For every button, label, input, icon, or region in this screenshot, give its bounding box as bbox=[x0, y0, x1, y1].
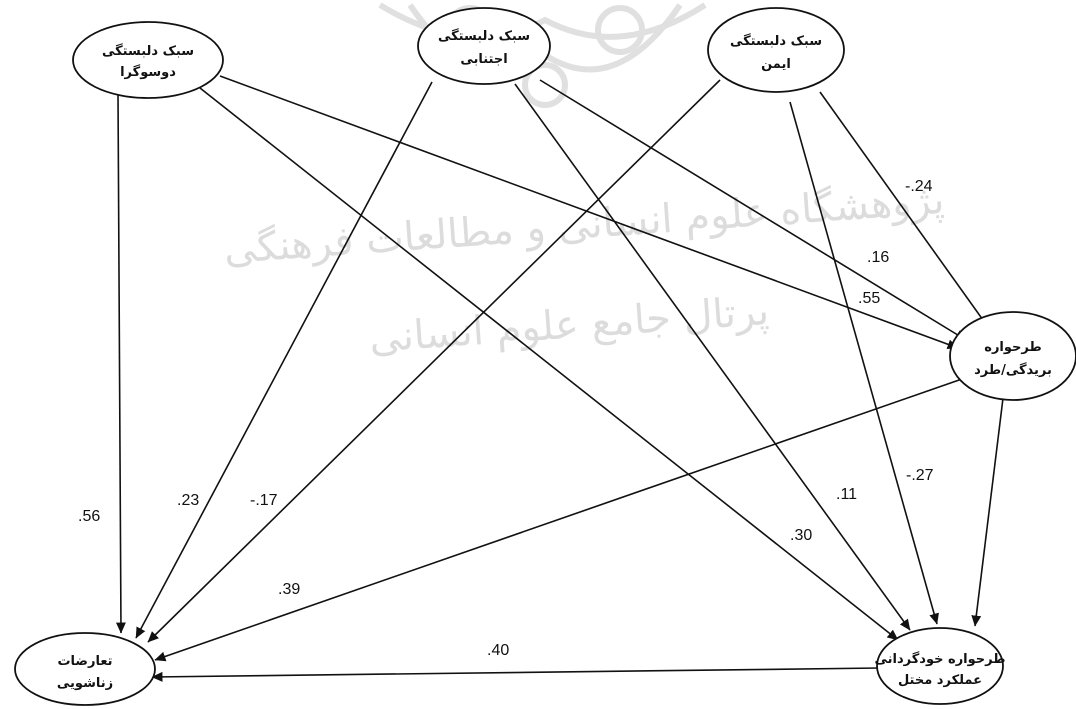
node-avoidant-line-1: سبک دلبستگی bbox=[438, 28, 530, 44]
node-disconnection-line-2: بریدگی/طرد bbox=[974, 362, 1052, 378]
paths bbox=[115, 75, 1006, 682]
node-conflicts-shape bbox=[14, 632, 156, 706]
path-autonomy-to-conflicts bbox=[151, 667, 881, 682]
node-disconnection: طرحواره بریدگی/طرد bbox=[949, 311, 1076, 401]
coef-secure-autonomy: -.27 bbox=[906, 467, 934, 484]
coef-secure-conflicts: -.17 bbox=[250, 492, 278, 509]
node-secure-line-1: سبک دلبستگی bbox=[730, 33, 822, 49]
node-autonomy-line-2: عملکرد مختل bbox=[898, 673, 982, 688]
node-secure-line-2: ایمن bbox=[761, 57, 791, 72]
node-ambivalent: سبک دلبستگی دوسوگرا bbox=[72, 21, 224, 99]
path-secure-to-disconnection bbox=[819, 91, 994, 335]
node-ambivalent-line-1: سبک دلبستگی bbox=[102, 43, 194, 59]
coef-autonomy-conflicts: .40 bbox=[487, 642, 509, 659]
coef-ambivalent-disconnection: .55 bbox=[858, 290, 880, 307]
path-ambivalent-to-disconnection bbox=[219, 75, 959, 350]
node-avoidant: سبک دلبستگی اجتنابی bbox=[417, 7, 551, 85]
node-autonomy-line-1: طرحواره خودگردانی bbox=[875, 651, 1006, 667]
node-disconnection-line-1: طرحواره bbox=[984, 340, 1041, 355]
node-conflicts: تعارضات زناشویی bbox=[14, 632, 156, 706]
coef-ambivalent-autonomy: .30 bbox=[790, 527, 812, 544]
node-secure: سبک دلبستگی ایمن bbox=[707, 7, 845, 93]
coefficients: .56 .23 -.17 .39 .40 .11 .30 -.27 -.24 .… bbox=[78, 178, 934, 659]
path-avoidant-to-autonomy bbox=[514, 83, 911, 631]
coef-avoidant-autonomy: .11 bbox=[836, 486, 857, 503]
coef-secure-disconnection: -.24 bbox=[905, 178, 933, 195]
coef-avoidant-conflicts: .23 bbox=[177, 492, 199, 509]
path-avoidant-to-conflicts bbox=[135, 81, 433, 639]
node-conflicts-line-1: تعارضات bbox=[57, 654, 112, 669]
node-avoidant-line-2: اجتنابی bbox=[460, 52, 507, 67]
coef-disconnection-conflicts: .39 bbox=[278, 581, 300, 598]
node-disconnection-shape bbox=[949, 311, 1076, 401]
path-ambivalent-to-autonomy bbox=[199, 87, 899, 641]
coef-avoidant-disconnection: .16 bbox=[867, 249, 889, 266]
node-conflicts-line-2: زناشویی bbox=[57, 676, 113, 691]
path-ambivalent-to-conflicts bbox=[115, 93, 126, 634]
path-secure-to-conflicts bbox=[147, 79, 721, 643]
path-secure-to-autonomy bbox=[789, 101, 939, 625]
coef-ambivalent-conflicts: .56 bbox=[78, 508, 100, 525]
watermark-line-2: پرتال جامع علوم انسانی bbox=[368, 288, 771, 362]
node-autonomy-shape bbox=[876, 627, 1004, 705]
node-avoidant-shape bbox=[417, 7, 551, 85]
path-disconnection-to-conflicts bbox=[154, 378, 963, 662]
path-disconnection-to-autonomy bbox=[971, 381, 1006, 627]
node-autonomy: طرحواره خودگردانی عملکرد مختل bbox=[875, 627, 1006, 705]
node-secure-shape bbox=[707, 7, 845, 93]
path-avoidant-to-disconnection bbox=[539, 79, 967, 341]
node-ambivalent-shape bbox=[72, 21, 224, 99]
node-ambivalent-line-2: دوسوگرا bbox=[120, 64, 176, 80]
